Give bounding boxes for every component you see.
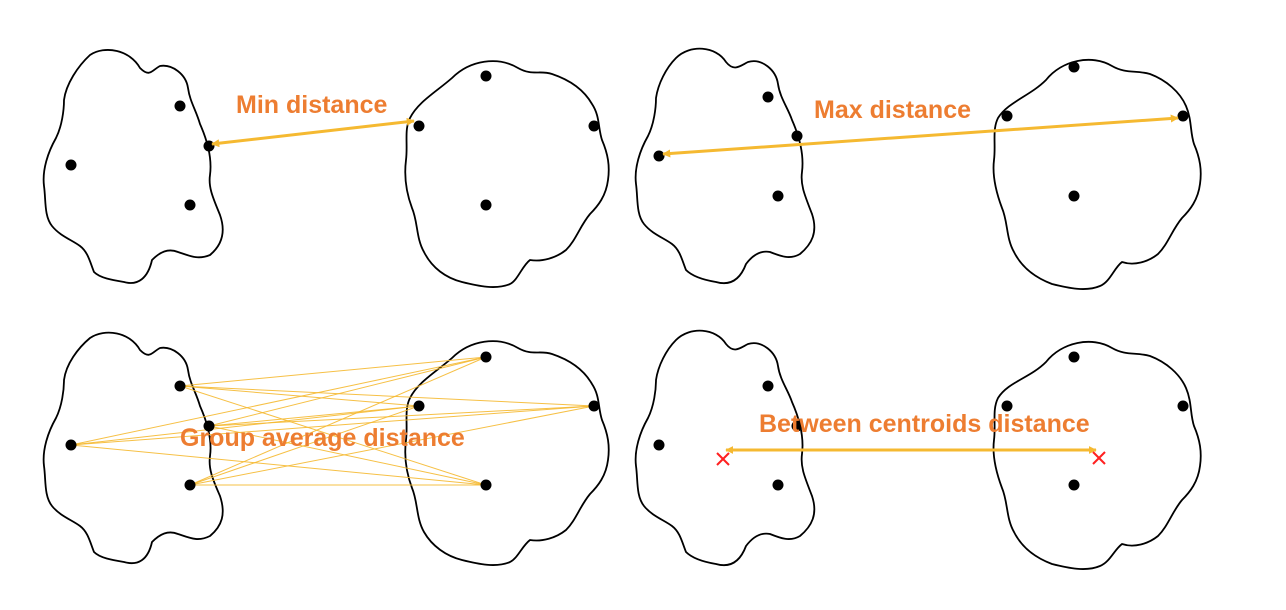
cluster-right-outline (992, 58, 1202, 290)
data-point (184, 479, 196, 491)
data-point (1068, 61, 1080, 73)
data-point (653, 439, 665, 451)
data-point (480, 199, 492, 211)
panel-min-distance: Min distance (42, 49, 610, 288)
panel-between-centroids-distance: Between centroids distance (634, 329, 1202, 570)
data-point (203, 420, 215, 432)
pair-line (189, 356, 487, 486)
cluster-right-outline (404, 340, 610, 566)
data-point (588, 120, 600, 132)
pair-line (208, 356, 487, 427)
data-point (480, 351, 492, 363)
data-point (588, 400, 600, 412)
panel-group-average-distance: Group average distance (42, 331, 610, 566)
cluster-left-outline (42, 331, 224, 564)
pair-line (189, 405, 420, 486)
max-distance-label: Max distance (814, 96, 971, 124)
data-point (184, 199, 196, 211)
pair-line (70, 444, 487, 486)
cluster-left-outline (42, 49, 224, 284)
data-point (1177, 110, 1189, 122)
data-point (772, 479, 784, 491)
pair-line (179, 356, 487, 387)
centroid-cross-icon (716, 452, 730, 466)
pair-line (189, 405, 595, 486)
data-point (174, 380, 186, 392)
centroid-cross-icon (1092, 451, 1106, 465)
data-point (791, 130, 803, 142)
data-point (174, 100, 186, 112)
pairwise-lines (70, 356, 595, 486)
data-point (791, 420, 803, 432)
data-point (772, 190, 784, 202)
data-point (1001, 400, 1013, 412)
data-point (480, 479, 492, 491)
cluster-left-outline (634, 329, 816, 567)
pair-line (70, 405, 420, 446)
data-point (762, 91, 774, 103)
panel-max-distance: Max distance (634, 47, 1202, 290)
data-point (762, 380, 774, 392)
data-point (1177, 400, 1189, 412)
pair-line (208, 405, 420, 427)
pair-line (179, 385, 595, 407)
between-centroids-distance-label: Between centroids distance (759, 410, 1090, 438)
data-point (1001, 110, 1013, 122)
pair-line (70, 356, 487, 446)
data-point (1068, 479, 1080, 491)
data-point (413, 400, 425, 412)
group-average-distance-label: Group average distance (180, 424, 465, 452)
data-point (65, 159, 77, 171)
min-distance-arrow (211, 117, 415, 148)
data-point (1068, 351, 1080, 363)
data-point (413, 120, 425, 132)
data-point (480, 70, 492, 82)
cluster-right-outline (404, 60, 610, 288)
max-distance-arrow (662, 114, 1179, 158)
data-point (653, 150, 665, 162)
cluster-left-outline (634, 47, 816, 285)
cluster-right-outline (992, 340, 1202, 570)
pair-line (208, 425, 487, 486)
data-point (203, 140, 215, 152)
pair-line (70, 405, 595, 446)
data-point (1068, 190, 1080, 202)
min-distance-label: Min distance (236, 91, 388, 119)
data-point (65, 439, 77, 451)
